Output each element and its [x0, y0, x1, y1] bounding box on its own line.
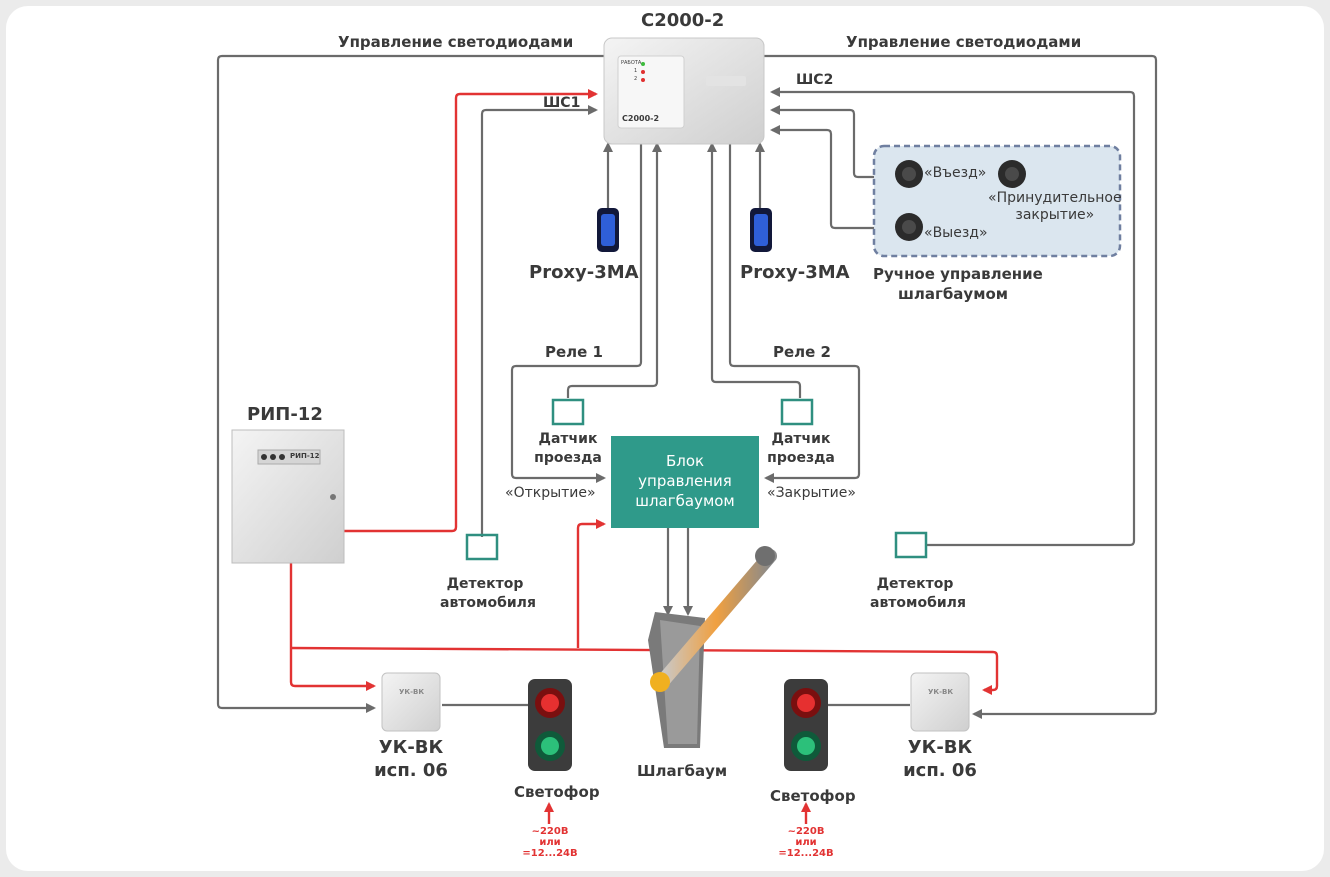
reader-right-label: Proxy-3MA	[740, 262, 850, 283]
reader-left-label: Proxy-3MA	[529, 262, 639, 283]
button-out-label: «Выезд»	[924, 225, 988, 241]
controller-title: С2000-2	[641, 10, 725, 31]
wire-btn-out	[770, 125, 895, 230]
controller-led-1: 1	[634, 68, 638, 74]
traffic-light-right-icon	[784, 679, 828, 771]
sensor-left-icon	[551, 398, 585, 426]
reader-left-icon	[597, 208, 619, 252]
relay1-label: Реле 1	[545, 343, 603, 361]
open-label: «Открытие»	[505, 485, 596, 501]
power-to-block	[576, 519, 606, 648]
barrier-label: Шлагбаум	[637, 762, 728, 780]
red-wires	[289, 89, 999, 824]
sensor-right-icon	[780, 398, 814, 426]
power-to-controller	[344, 89, 598, 533]
detector-right-icon	[894, 531, 928, 559]
barrier-device	[648, 546, 777, 748]
wire-sensor-right	[707, 142, 802, 398]
controller-led-label: РАБОТА	[621, 60, 642, 66]
loop2-label: ШС2	[796, 72, 834, 88]
traffic-light-left-label: Светофор	[514, 783, 600, 801]
led-control-left-label: Управление светодиодами	[338, 33, 574, 51]
barrier-control-block	[611, 436, 759, 528]
wire-btn-in	[770, 105, 895, 179]
wire-relay2	[728, 144, 861, 483]
detector-left-icon	[465, 533, 499, 561]
manual-control-box	[872, 144, 1122, 258]
controller-panel-text: С2000-2	[622, 114, 660, 123]
led-control-right-label: Управление светодиодами	[846, 33, 1082, 51]
power-bus	[290, 646, 999, 695]
button-in-icon	[895, 160, 923, 188]
reader-right-icon	[750, 208, 772, 252]
button-force-icon	[998, 160, 1026, 188]
wire-relay1	[510, 144, 643, 483]
psu-device	[231, 429, 345, 564]
psu-panel-text: РИП-12	[290, 452, 320, 460]
power-to-uk-left	[289, 563, 376, 691]
wire-loop2	[770, 87, 1136, 547]
wire-led-right	[762, 54, 1158, 719]
gray-wires	[216, 54, 1158, 719]
button-out-icon	[895, 213, 923, 241]
uk-right-box-text: УК-ВК	[928, 688, 954, 696]
uk-left-box-text: УК-ВК	[399, 688, 425, 696]
relay2-label: Реле 2	[773, 343, 831, 361]
button-in-label: «Въезд»	[924, 165, 987, 181]
traffic-light-left-icon	[528, 679, 572, 771]
wire-sensor-left	[566, 142, 662, 398]
controller-led-2: 2	[634, 76, 638, 82]
controller-device	[603, 37, 765, 145]
wire-loop1	[480, 105, 598, 537]
loop1-label: ШС1	[543, 95, 581, 111]
traffic-light-right-label: Светофор	[770, 787, 856, 805]
psu-title: РИП-12	[247, 404, 323, 425]
close-label: «Закрытие»	[767, 485, 856, 501]
uk-right-device	[910, 672, 970, 732]
uk-left-device	[381, 672, 441, 732]
wire-led-left	[216, 54, 606, 713]
